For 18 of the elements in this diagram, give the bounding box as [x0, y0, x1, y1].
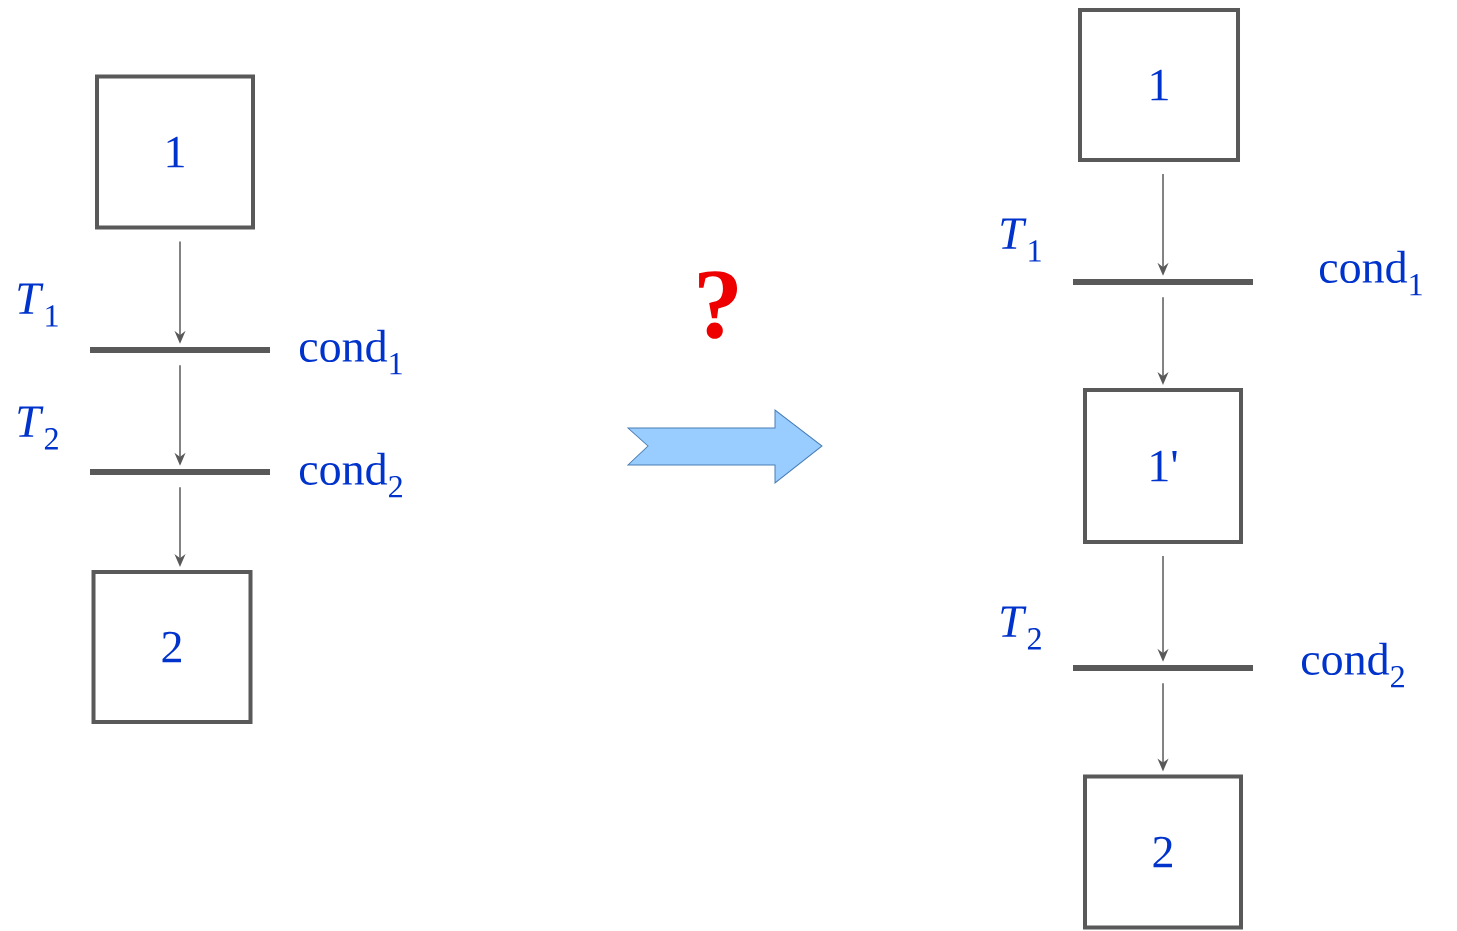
step-box: 2: [1083, 774, 1243, 930]
transition-label: T$_{2}$: [18, 406, 58, 450]
transition-bar: [1073, 665, 1253, 671]
transition-bar: [1073, 279, 1253, 285]
transition-bar: [90, 347, 270, 353]
transition-label: T$_{2}$: [1001, 606, 1041, 650]
transition-bar: [90, 469, 270, 475]
step-box: 1': [1083, 388, 1243, 544]
transition-label: cond$_{1}$: [299, 329, 402, 375]
transition-label: T$_{1}$: [18, 283, 58, 327]
transition-label: cond$_{2}$: [1301, 642, 1404, 688]
step-box: 2: [91, 570, 253, 724]
transition-label: T$_{1}$: [1001, 218, 1041, 262]
question-mark: ?: [699, 271, 738, 339]
transition-label: cond$_{1}$: [1319, 250, 1422, 296]
step-box: 1: [1078, 8, 1240, 162]
transition-label: cond$_{2}$: [299, 452, 402, 498]
step-box: 1: [95, 74, 255, 230]
